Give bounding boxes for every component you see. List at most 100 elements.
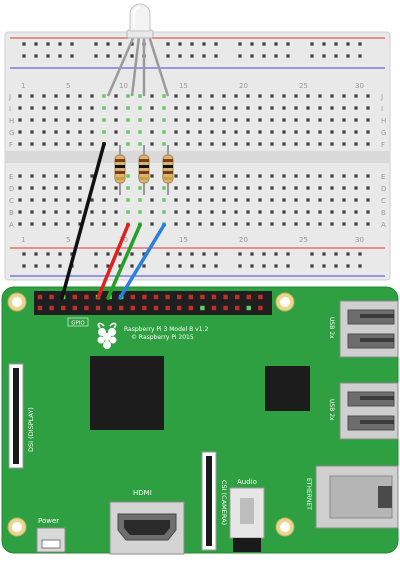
terminal-hole [18,210,22,214]
connected-hole [126,118,130,122]
terminal-hole [282,94,286,98]
terminal-hole [78,142,82,146]
terminal-hole [30,94,34,98]
terminal-hole [234,186,238,190]
terminal-hole [18,118,22,122]
terminal-hole [210,106,214,110]
col-num-25: 25 [299,82,308,90]
terminal-hole [90,210,94,214]
terminal-hole [42,142,46,146]
terminal-hole [78,222,82,226]
rail-hole [118,42,122,46]
wires [60,142,166,300]
wire-green-end [138,223,142,227]
terminal-hole [150,94,154,98]
terminal-hole [18,186,22,190]
terminal-hole [78,186,82,190]
rail-hole [34,264,38,268]
terminal-hole [258,130,262,134]
rail-hole [142,252,146,256]
usb-bottom-tongue-2 [360,420,394,424]
mounting-hole-bottom-left-inner [12,522,22,532]
terminal-hole [114,94,118,98]
terminal-hole [222,210,226,214]
terminal-hole [282,210,286,214]
dsi-connector: DSI (DISPLAY) [8,363,35,469]
terminal-hole [258,222,262,226]
connected-hole [138,142,142,146]
rail-hole [22,54,26,58]
col-num-20-bottom: 20 [239,236,248,244]
terminal-hole [222,174,226,178]
terminal-hole [90,174,94,178]
led-highlight [133,7,141,28]
terminal-hole [342,106,346,110]
connected-hole [102,106,106,110]
terminal-hole [150,118,154,122]
terminal-hole [150,222,154,226]
connected-hole [162,210,166,214]
csi-label: CSI (CAMERA) [220,480,228,525]
rail-hole [250,264,254,268]
row-letter-a: A [9,221,14,229]
resistor-1-band-4 [115,177,125,180]
terminal-hole [102,198,106,202]
rail-hole [130,42,134,46]
terminal-hole [42,210,46,214]
resistor-2-band-4 [139,177,149,180]
gpio-pin [200,294,205,300]
terminal-hole [282,222,286,226]
gpio-pin [142,305,147,311]
terminal-hole [234,222,238,226]
terminal-hole [66,118,70,122]
rail-hole [358,42,362,46]
terminal-hole [282,198,286,202]
terminal-hole [66,210,70,214]
rail-hole [106,252,110,256]
hdmi-port-pins [124,520,170,535]
rail-hole [250,42,254,46]
terminal-hole [306,222,310,226]
rail-hole [358,54,362,58]
row-letter-b: B [9,209,14,217]
terminal-hole [366,186,370,190]
gpio-pin [130,294,135,300]
terminal-hole [30,222,34,226]
rail-hole [262,54,266,58]
row-letter-g: G [9,129,14,137]
rail-hole [58,54,62,58]
rail-hole [238,42,242,46]
gpio-pin [246,294,251,300]
terminal-hole [186,174,190,178]
connected-hole [162,118,166,122]
terminal-hole [318,186,322,190]
terminal-hole [198,118,202,122]
usb-port-top: USB 2x [328,300,399,358]
terminal-hole [54,130,58,134]
terminal-hole [54,106,58,110]
rail-hole [178,42,182,46]
terminal-hole [318,222,322,226]
gpio-header [34,291,272,315]
usb-bottom-shell [339,382,399,440]
terminal-hole [354,186,358,190]
audio-jack-barrel [233,538,261,552]
usb-bottom-tongue-1 [360,396,394,400]
gpio-pin [95,305,101,311]
terminal-hole [66,186,70,190]
connected-hole [126,106,130,110]
gpio-pin [119,305,124,311]
connected-hole [162,186,166,190]
terminal-hole [54,210,58,214]
terminal-hole [342,142,346,146]
terminal-hole [66,94,70,98]
terminal-hole [198,186,202,190]
board-model-label: Raspberry Pi 3 Model B v1.2 [124,326,208,333]
terminal-hole [198,174,202,178]
rail-hole [334,264,338,268]
terminal-hole [282,130,286,134]
terminal-hole [150,198,154,202]
connected-hole [138,186,142,190]
terminal-hole [294,94,298,98]
